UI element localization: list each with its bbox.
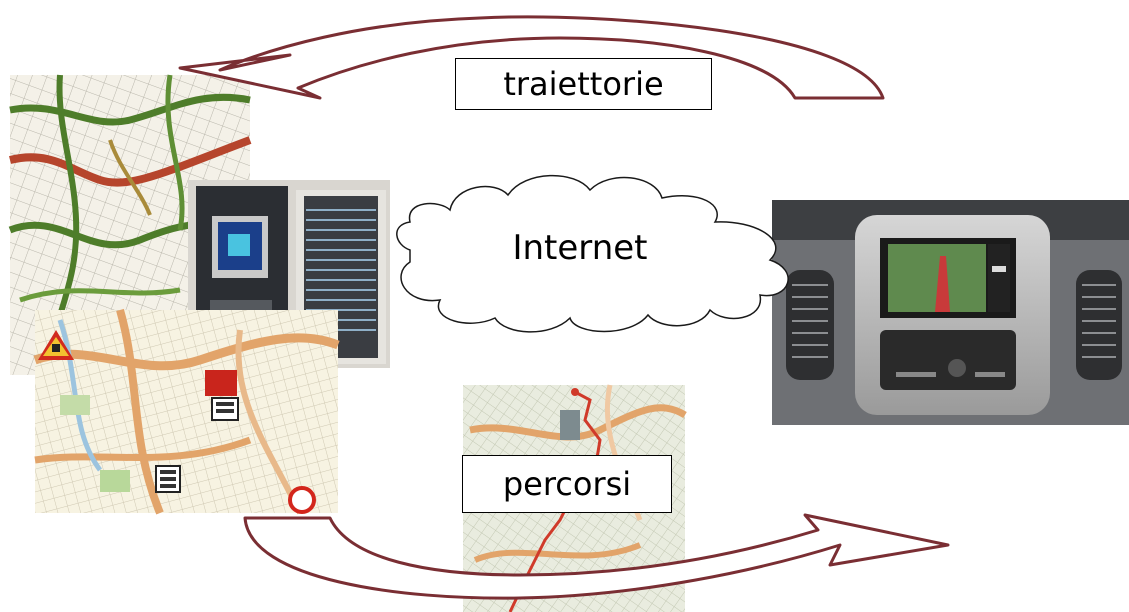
trajectories-label: traiettorie xyxy=(455,58,712,110)
car-navigation-image xyxy=(772,200,1129,425)
incident-map-image xyxy=(33,308,340,515)
roadwork-warning-icon xyxy=(38,330,74,360)
routes-arrow xyxy=(243,513,950,600)
traffic-jam-icon xyxy=(155,465,181,493)
navigation-screen-icon xyxy=(888,244,1010,312)
no-entry-sign-icon xyxy=(288,486,316,514)
internet-label: Internet xyxy=(512,228,648,268)
trajectories-arrow xyxy=(178,15,885,100)
routes-label: percorsi xyxy=(462,455,672,513)
traffic-jam-icon xyxy=(205,370,239,421)
internet-cloud xyxy=(396,174,789,333)
